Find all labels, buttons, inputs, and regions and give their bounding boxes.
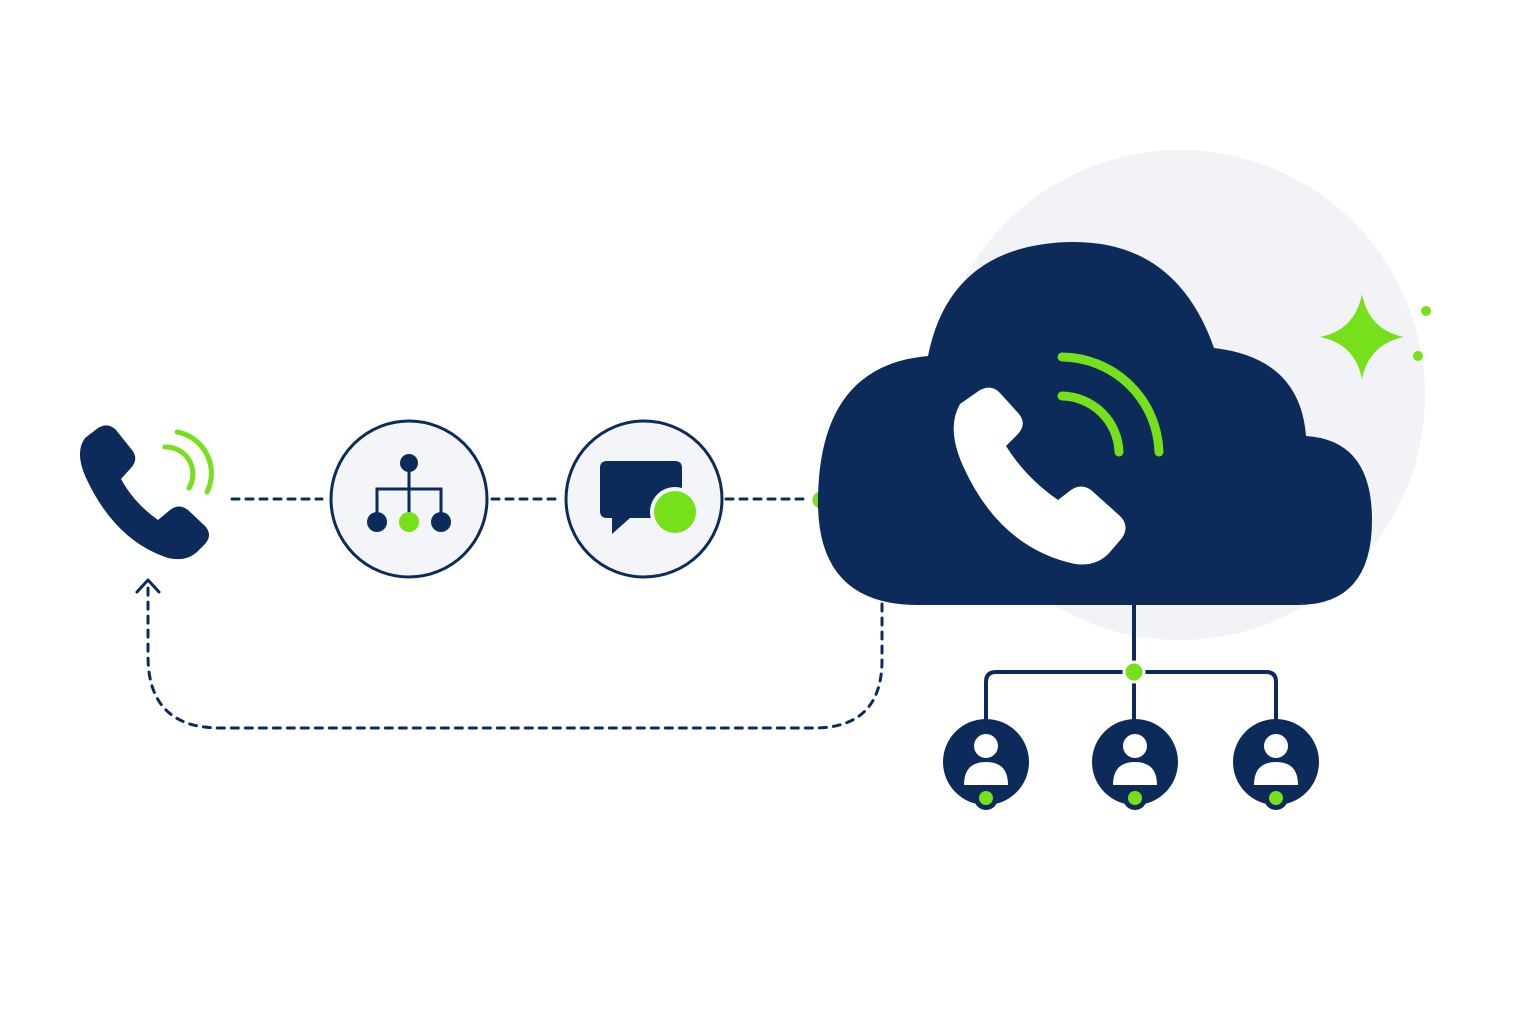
user-icon (964, 734, 1008, 785)
phone-ringing-icon (79, 425, 214, 560)
arrow-up-icon (135, 578, 161, 594)
connector-lines (146, 497, 884, 730)
chat-bubble-icon (600, 461, 700, 537)
return-path (146, 582, 884, 730)
agent-hub-dot (1122, 660, 1146, 684)
agent-node (1233, 719, 1319, 810)
cloud-phone-icon (817, 241, 1372, 606)
routing-node (329, 419, 489, 579)
agent-node (1092, 719, 1178, 810)
user-icon (1113, 734, 1157, 785)
messaging-node (564, 419, 724, 579)
agent-node (943, 719, 1029, 810)
user-icon (1254, 734, 1298, 785)
org-chart-icon (367, 454, 451, 532)
sparkle-icon (1320, 294, 1431, 379)
